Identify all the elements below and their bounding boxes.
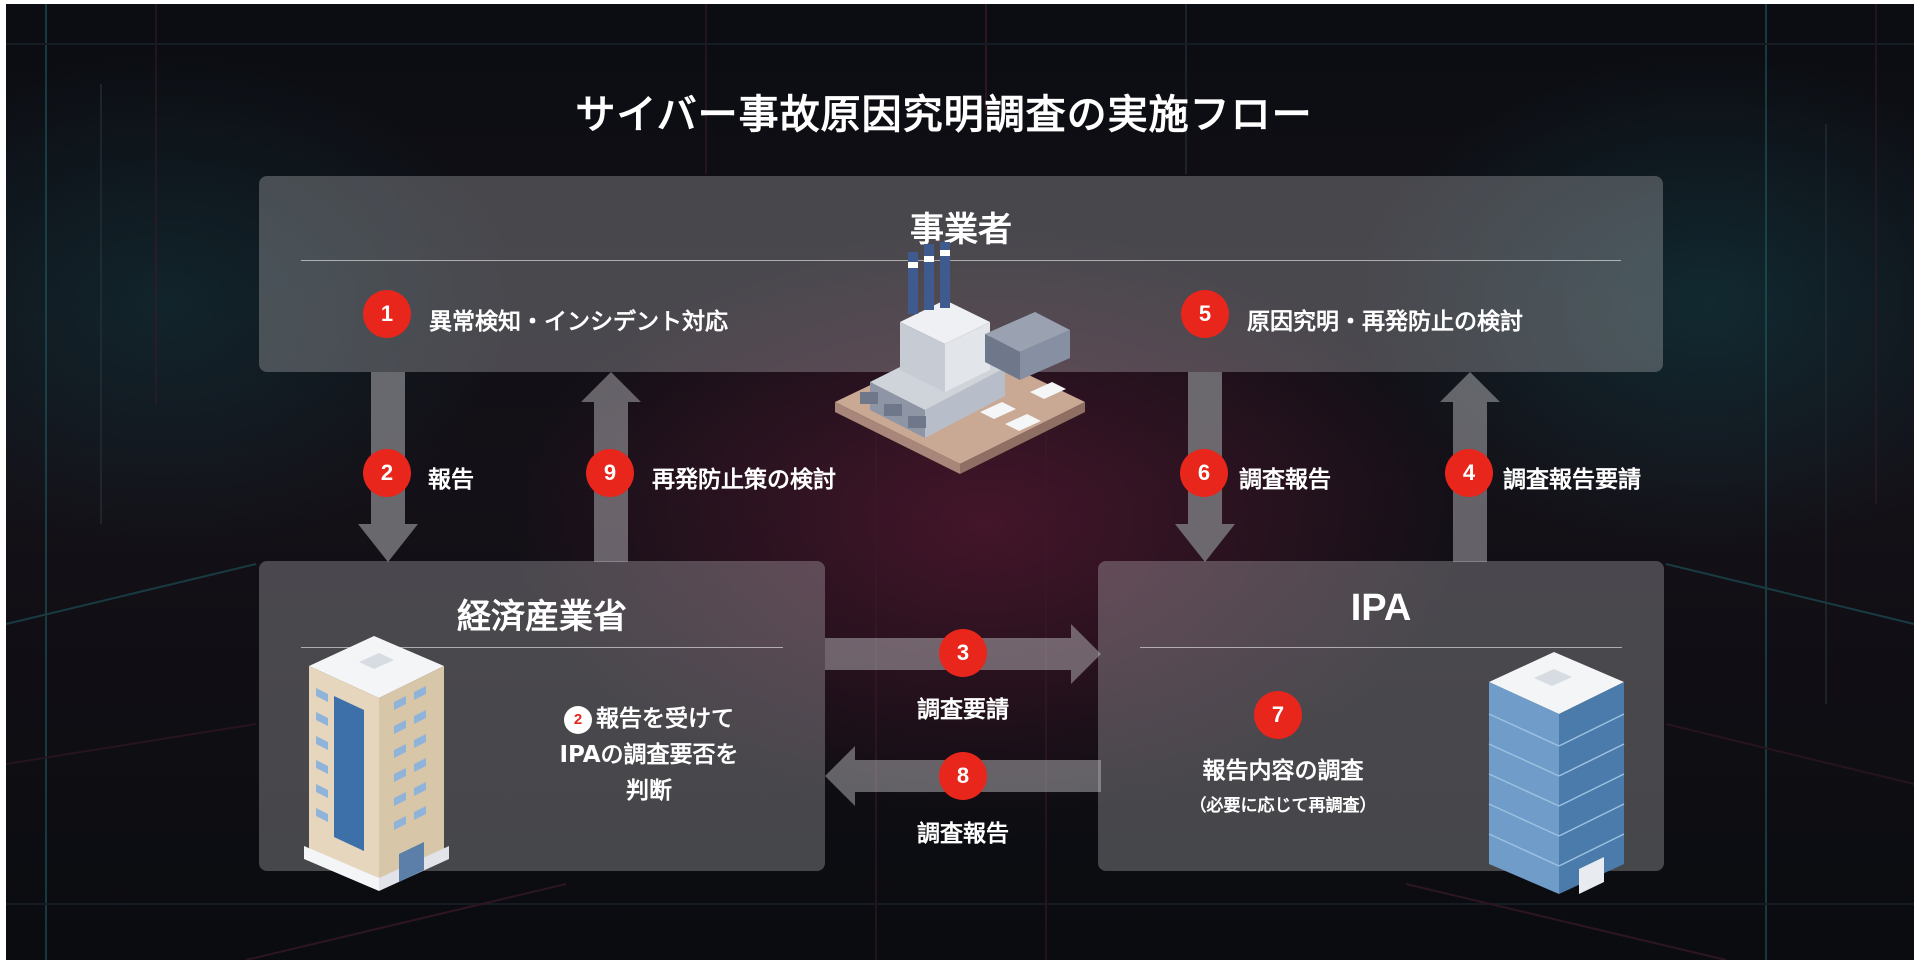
page-title: サイバー事故原因究明調査の実施フロー: [575, 92, 1313, 138]
step3-label: 調査要請: [917, 697, 1009, 723]
ipa-title: IPA: [1350, 587, 1412, 629]
meti-title: 経済産業省: [457, 597, 627, 637]
step9-badge: 9: [586, 449, 634, 497]
business-title: 事業者: [910, 210, 1012, 250]
step3-badge: 3: [939, 629, 987, 677]
step2-badge: 2: [363, 449, 411, 497]
step6-badge: 6: [1180, 449, 1228, 497]
step7-sublabel: （必要に応じて再調査）: [1189, 796, 1377, 816]
step1-label: 異常検知・インシデント対応: [429, 309, 728, 335]
background-lines: [6, 4, 1914, 960]
slide: サイバー事故原因究明調査の実施フロー 事業者 1 異常検知・インシデント対応 5…: [6, 4, 1914, 960]
step8-label: 調査報告: [917, 821, 1009, 847]
ipa-divider: [1140, 647, 1622, 648]
meti-note-badge: 2: [564, 705, 592, 734]
step1-badge: 1: [363, 290, 411, 338]
meti-note-line3: 判断: [626, 778, 672, 804]
meti-note-line1: 報告を受けて: [596, 706, 734, 732]
ipa-step7-text: 報告内容の調査 （必要に応じて再調査）: [1158, 751, 1408, 816]
step7-label: 報告内容の調査: [1202, 758, 1364, 784]
business-divider: [301, 260, 1621, 261]
step2-label: 報告: [428, 467, 474, 493]
step5-label: 原因究明・再発防止の検討: [1247, 309, 1523, 335]
step6-label: 調査報告: [1239, 467, 1331, 493]
step4-badge: 4: [1445, 449, 1493, 497]
factory-illustration: [835, 242, 1085, 474]
meti-divider: [301, 647, 783, 648]
step8-badge: 8: [939, 752, 987, 800]
meti-building-illustration: [304, 636, 449, 891]
step5-badge: 5: [1181, 290, 1229, 338]
business-panel: 事業者 1 異常検知・インシデント対応 5 原因究明・再発防止の検討: [259, 176, 1663, 372]
ipa-building-illustration: [1488, 652, 1625, 894]
step7-badge: 7: [1254, 691, 1302, 739]
meti-note-line2: IPAの調査要否を: [559, 742, 739, 768]
step9-label: 再発防止策の検討: [652, 467, 836, 493]
step4-label: 調査報告要請: [1503, 467, 1641, 493]
